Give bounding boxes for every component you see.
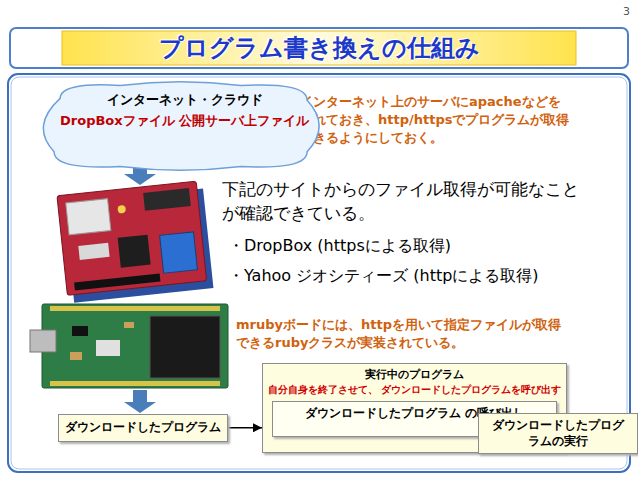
execute-program-box: ダウンロードしたプログ ラムの実行	[478, 413, 638, 454]
program-box: ダウンロードしたプログラム	[58, 414, 228, 442]
cloud-shape: インターネット・クラウド DropBoxファイル 公開サーバ上ファイル	[30, 80, 331, 172]
download-arrow-shaft	[133, 390, 147, 402]
pin-row	[50, 381, 220, 386]
box-heading: インターネット・クラウド	[60, 92, 309, 109]
download-arrow-head	[124, 174, 156, 185]
flow-arrow	[228, 427, 262, 429]
box-heading: ダウンロードしたプログラム	[65, 420, 221, 436]
server-note: インターネット上のサーバにapacheなどを 入れておき、http/httpsで…	[300, 93, 626, 148]
shield-board	[57, 181, 207, 295]
pin-header	[74, 274, 160, 291]
site-bullet: ・DropBox (httpsによる取得)	[228, 235, 623, 257]
board	[42, 304, 228, 388]
box-body: 自分自身を終了させて、 ダウンロードしたプログラムを呼び出す	[268, 383, 561, 396]
content-frame-inner	[11, 77, 627, 469]
title-banner	[62, 31, 576, 65]
component	[96, 340, 120, 356]
confirmed-note: 下記のサイトからのファイル取得が可能なこと が確認できている。	[222, 178, 627, 226]
slide-title: プログラム書き換えの仕組み	[62, 32, 576, 64]
download-arrow-head	[124, 402, 156, 413]
component	[72, 326, 88, 336]
network-board-photo	[57, 181, 213, 304]
pin-row	[50, 306, 220, 311]
mruby-board-photo	[30, 304, 228, 388]
cloud-path	[43, 82, 319, 170]
mruby-note: mrubyボードには、httpを用いて指定ファイルが取得 できるrubyクラスが…	[236, 316, 626, 352]
box-heading: ダウンロードしたプログ ラムの実行	[485, 418, 631, 449]
pin-header	[143, 188, 191, 211]
site-bullet: ・Yahoo ジオシティーズ (httpによる取得)	[228, 265, 623, 287]
ethernet-jack	[66, 199, 111, 235]
component	[70, 352, 82, 360]
page-number: 3	[560, 4, 630, 19]
led	[117, 205, 126, 214]
mcu-chip	[150, 316, 220, 378]
box-body: DropBoxファイル 公開サーバ上ファイル	[60, 113, 309, 130]
usb-connector	[30, 330, 56, 352]
sd-slot	[78, 243, 109, 260]
component	[124, 322, 134, 328]
radio-module	[160, 232, 198, 273]
chip	[118, 235, 151, 268]
title-frame	[10, 28, 628, 68]
box-heading: 実行中のプログラム	[268, 368, 561, 382]
